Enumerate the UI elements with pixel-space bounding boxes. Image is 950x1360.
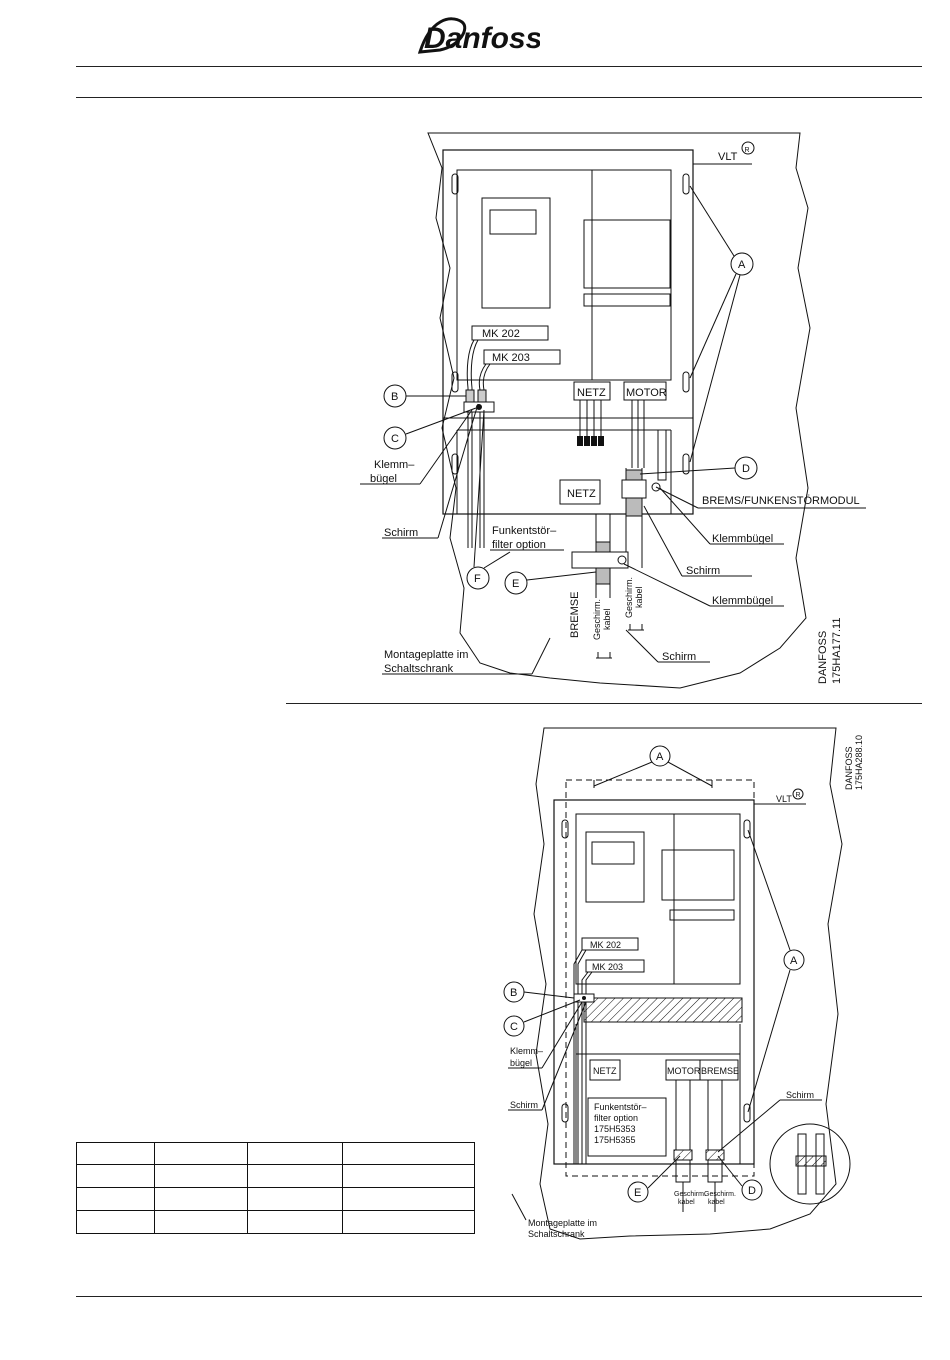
fig2-registered-mark: R bbox=[796, 792, 801, 799]
figure1-code-line1: DANFOSS bbox=[817, 631, 829, 684]
fig2-funk-line2: filter option bbox=[594, 1113, 638, 1123]
fig2-code-line2: 175HA288.10 bbox=[854, 735, 864, 790]
table-cell bbox=[154, 1142, 248, 1165]
montage-label-line2: Schaltschrank bbox=[384, 663, 454, 675]
klemm-label-line2: bügel bbox=[370, 473, 397, 485]
table-row bbox=[76, 1210, 475, 1234]
footer-rule bbox=[76, 1296, 922, 1297]
table-row bbox=[76, 1187, 475, 1211]
netz-box-label: NETZ bbox=[567, 488, 596, 500]
header-rule-bottom bbox=[76, 97, 922, 98]
table-row bbox=[76, 1142, 475, 1165]
fig2-vlt-label: VLT bbox=[776, 794, 792, 804]
fig2-motor-label: MOTOR bbox=[667, 1066, 701, 1076]
table-cell bbox=[76, 1142, 155, 1165]
callout-f: F bbox=[474, 573, 481, 585]
table-cell bbox=[342, 1187, 475, 1211]
fig2-schirm-right: Schirm bbox=[786, 1090, 814, 1100]
table-cell bbox=[154, 1164, 248, 1188]
fig2-callout-b: B bbox=[510, 987, 517, 999]
fig2-geschirm-a-line1: Geschirm. bbox=[674, 1191, 706, 1198]
schirm-bottom-label: Schirm bbox=[662, 651, 696, 663]
klemmbuegel-label-2: Klemmbügel bbox=[712, 595, 773, 607]
geschirm-b-line2: kabel bbox=[634, 586, 644, 608]
fig2-klemm-line2: bügel bbox=[510, 1058, 532, 1068]
callout-a: A bbox=[738, 259, 746, 271]
empty-table bbox=[76, 1142, 475, 1234]
fig2-callout-a-right: A bbox=[790, 955, 798, 967]
callout-b: B bbox=[391, 391, 398, 403]
table-cell bbox=[247, 1142, 343, 1165]
figure-1-wiring-diagram: MK 202 MK 203 NETZ MOTOR NETZ VLT R bbox=[360, 128, 880, 703]
figure1-code-line2: 175HA177.11 bbox=[831, 618, 843, 684]
fig2-geschirm-b-line1: Geschirm. bbox=[704, 1191, 736, 1198]
funk-label-line1: Funkentstör– bbox=[492, 525, 557, 537]
fig2-montage-line2: Schaltschrank bbox=[528, 1229, 585, 1239]
fig2-netz-label: NETZ bbox=[593, 1066, 617, 1076]
table-cell bbox=[342, 1164, 475, 1188]
klemm-label-line1: Klemm– bbox=[374, 459, 415, 471]
mk203-label: MK 203 bbox=[492, 352, 530, 364]
motor-terminal-label: MOTOR bbox=[626, 387, 667, 399]
fig2-funk-line3: 175H5353 bbox=[594, 1124, 636, 1134]
fig2-funk-line1: Funkentstör– bbox=[594, 1102, 647, 1112]
brems-modul-label: BREMS/FUNKENSTÖRMODUL bbox=[702, 495, 860, 507]
montage-label-line1: Montageplatte im bbox=[384, 649, 468, 661]
geschirm-a-line1: Geschirm. bbox=[592, 599, 602, 640]
callout-e: E bbox=[512, 578, 519, 590]
fig2-funk-line4: 175H5355 bbox=[594, 1135, 636, 1145]
table-cell bbox=[342, 1142, 475, 1165]
table-cell bbox=[154, 1210, 248, 1234]
fig2-mk203-label: MK 203 bbox=[592, 962, 623, 972]
geschirm-a-line2: kabel bbox=[602, 608, 612, 630]
figure-separator bbox=[286, 703, 922, 704]
fig2-code-line1: DANFOSS bbox=[844, 746, 854, 790]
table-cell bbox=[76, 1210, 155, 1234]
table-cell bbox=[76, 1187, 155, 1211]
fig2-montage-line1: Montageplatte im bbox=[528, 1218, 597, 1228]
mk202-label: MK 202 bbox=[482, 328, 520, 340]
bremse-label: BREMSE bbox=[569, 592, 581, 638]
fig2-callout-c: C bbox=[510, 1021, 518, 1033]
callout-d: D bbox=[742, 463, 750, 475]
geschirm-b-line1: Geschirm. bbox=[624, 577, 634, 618]
schirm-left-label: Schirm bbox=[384, 527, 418, 539]
registered-mark: R bbox=[745, 147, 750, 154]
table-cell bbox=[76, 1164, 155, 1188]
danfoss-logo-icon: Danfoss bbox=[417, 17, 542, 55]
fig2-klemm-line1: Klemm– bbox=[510, 1046, 543, 1056]
table-cell bbox=[154, 1187, 248, 1211]
fig2-callout-a-top: A bbox=[656, 751, 664, 763]
fig2-mk202-label: MK 202 bbox=[590, 940, 621, 950]
funk-label-line2: filter option bbox=[492, 539, 546, 551]
logo-text: Danfoss bbox=[424, 22, 540, 55]
table-cell bbox=[247, 1187, 343, 1211]
table-cell bbox=[342, 1210, 475, 1234]
table-cell bbox=[247, 1210, 343, 1234]
schirm-right-label: Schirm bbox=[686, 565, 720, 577]
vlt-label: VLT bbox=[718, 151, 738, 163]
fig2-geschirm-a-line2: kabel bbox=[678, 1199, 695, 1206]
danfoss-logo: Danfoss bbox=[410, 12, 542, 65]
fig2-geschirm-b-line2: kabel bbox=[708, 1199, 725, 1206]
callout-c: C bbox=[391, 433, 399, 445]
header-rule-top bbox=[76, 66, 922, 67]
fig2-callout-e: E bbox=[634, 1187, 641, 1199]
figure-2-wiring-diagram: MK 202 MK 203 NETZ MOTOR BREMSE Funkents… bbox=[490, 724, 910, 1259]
fig2-schirm-left: Schirm bbox=[510, 1100, 538, 1110]
table-row bbox=[76, 1164, 475, 1188]
fig2-callout-d: D bbox=[748, 1185, 756, 1197]
fig2-bremse-label: BREMSE bbox=[701, 1066, 739, 1076]
netz-terminal-label: NETZ bbox=[577, 387, 606, 399]
table-cell bbox=[247, 1164, 343, 1188]
klemmbuegel-label-1: Klemmbügel bbox=[712, 533, 773, 545]
